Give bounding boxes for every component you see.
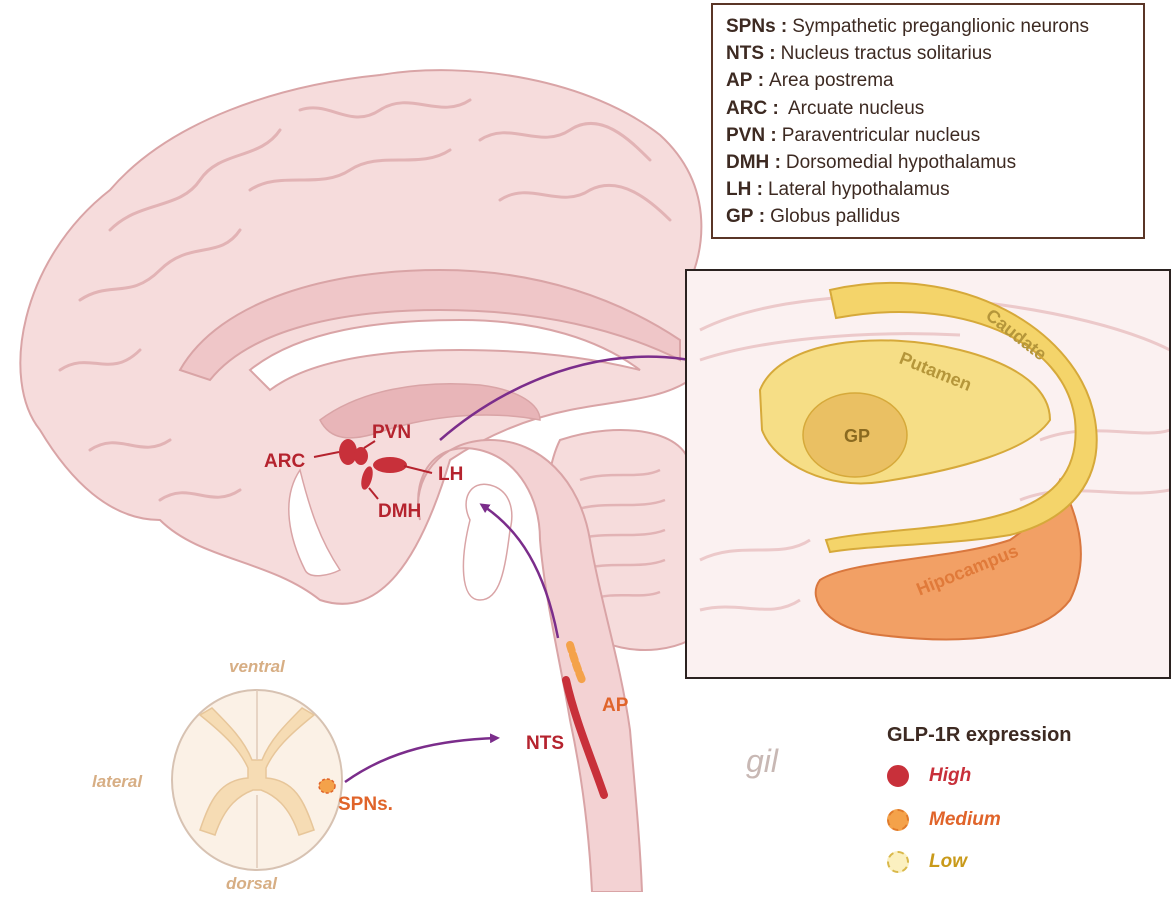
brain-gyri bbox=[58, 98, 672, 502]
legend-title: GLP-1R expression bbox=[887, 724, 1072, 746]
abbreviation-row: GP :Globus pallidus bbox=[726, 203, 1133, 230]
abbreviation-key: DMH bbox=[726, 152, 770, 174]
gp-shape bbox=[802, 392, 908, 478]
abbreviation-row: ARC : Arcuate nucleus bbox=[726, 95, 1133, 122]
abbreviation-row: SPNs :Sympathetic preganglionic neurons bbox=[726, 13, 1133, 40]
abbreviation-value: Lateral hypothalamus bbox=[767, 179, 950, 201]
arc-nucleus bbox=[339, 439, 357, 465]
label-dorsal: dorsal bbox=[226, 874, 278, 892]
legend-label-high: High bbox=[929, 765, 972, 786]
label-lh: LH bbox=[438, 464, 463, 485]
label-spns: SPNs. bbox=[338, 794, 393, 815]
abbreviation-separator: : bbox=[756, 179, 763, 201]
legend-label-medium: Medium bbox=[929, 809, 1001, 830]
abbreviation-value: Nucleus tractus solitarius bbox=[780, 43, 992, 65]
abbreviation-value: Paraventricular nucleus bbox=[781, 124, 981, 146]
spns-cluster bbox=[318, 778, 336, 794]
legend-item-high: High bbox=[885, 762, 1085, 792]
expression-legend: GLP-1R expression High Medium Low bbox=[885, 720, 1155, 885]
leader-lines bbox=[313, 440, 433, 500]
abbreviation-row: AP :Area postrema bbox=[726, 67, 1133, 94]
signature: gil bbox=[746, 743, 779, 779]
hippocampus-shape bbox=[814, 477, 1082, 641]
legend-item-medium: Medium bbox=[885, 806, 1085, 836]
abbreviation-key: LH bbox=[726, 179, 752, 201]
label-nts: NTS bbox=[526, 733, 564, 754]
abbreviation-key: GP bbox=[726, 206, 754, 228]
label-dmh: DMH bbox=[378, 501, 421, 522]
brainstem-nuclei bbox=[562, 641, 608, 799]
abbreviation-key: NTS bbox=[726, 43, 764, 65]
spinal-orientation: ventral dorsal lateral bbox=[92, 657, 286, 893]
dmh-nucleus bbox=[361, 466, 373, 490]
pvn-nucleus bbox=[354, 447, 368, 465]
legend-dot-medium bbox=[887, 809, 909, 831]
abbreviation-row: PVN :Paraventricular nucleus bbox=[726, 122, 1133, 149]
legend-item-low: Low bbox=[885, 848, 1085, 878]
brainstem bbox=[417, 438, 644, 893]
hypothalamic-nuclei bbox=[339, 439, 407, 490]
abbreviation-separator: : bbox=[770, 124, 777, 146]
abbreviation-separator: : bbox=[769, 43, 776, 65]
label-gp: GP bbox=[844, 426, 870, 446]
corpus-callosum bbox=[248, 318, 641, 392]
abbreviation-separator: : bbox=[757, 70, 765, 92]
abbreviation-value: Globus pallidus bbox=[770, 206, 900, 228]
caudate-shape bbox=[824, 281, 1098, 554]
third-ventricle bbox=[288, 468, 342, 577]
abbreviation-key: AP bbox=[726, 70, 753, 92]
abbreviation-row: LH :Lateral hypothalamus bbox=[726, 176, 1133, 203]
label-ap: AP bbox=[602, 695, 629, 716]
spinal-cord bbox=[171, 689, 343, 871]
brain-labels: ARC PVN LH DMH NTS bbox=[264, 422, 564, 754]
label-ventral: ventral bbox=[229, 657, 286, 676]
abbreviation-separator: : bbox=[758, 206, 766, 228]
label-lateral: lateral bbox=[92, 772, 143, 791]
abbreviation-separator: : bbox=[772, 97, 779, 119]
abbreviation-box: SPNs :Sympathetic preganglionic neurons … bbox=[711, 3, 1145, 239]
nts-nucleus bbox=[562, 676, 608, 799]
arrow-spns-to-nts bbox=[344, 733, 500, 784]
abbreviation-value: Sympathetic preganglionic neurons bbox=[792, 16, 1090, 37]
inset-panel bbox=[685, 269, 1171, 679]
label-arc: ARC bbox=[264, 451, 305, 472]
legend-dot-high bbox=[887, 765, 909, 787]
brain-cerebrum bbox=[19, 69, 703, 605]
abbreviation-separator: : bbox=[780, 16, 788, 37]
abbreviation-key: SPNs bbox=[726, 16, 776, 37]
legend-dot-low bbox=[887, 851, 909, 873]
ap-nucleus bbox=[566, 641, 586, 684]
legend-label-low: Low bbox=[929, 851, 967, 872]
cingulate bbox=[178, 268, 681, 382]
abbreviation-value: Arcuate nucleus bbox=[783, 97, 925, 119]
abbreviation-value: Dorsomedial hypothalamus bbox=[785, 152, 1017, 174]
lh-nucleus bbox=[373, 457, 407, 473]
abbreviation-value: Area postrema bbox=[769, 70, 894, 92]
label-pvn: PVN bbox=[372, 422, 411, 443]
abbreviation-key: PVN bbox=[726, 124, 766, 146]
abbreviation-separator: : bbox=[774, 152, 781, 174]
abbreviation-row: DMH :Dorsomedial hypothalamus bbox=[726, 149, 1133, 176]
thalamus bbox=[319, 383, 541, 439]
abbreviation-key: ARC bbox=[726, 97, 768, 119]
abbreviation-row: NTS :Nucleus tractus solitarius bbox=[726, 40, 1133, 67]
arrow-to-hypothalamus bbox=[479, 503, 560, 639]
